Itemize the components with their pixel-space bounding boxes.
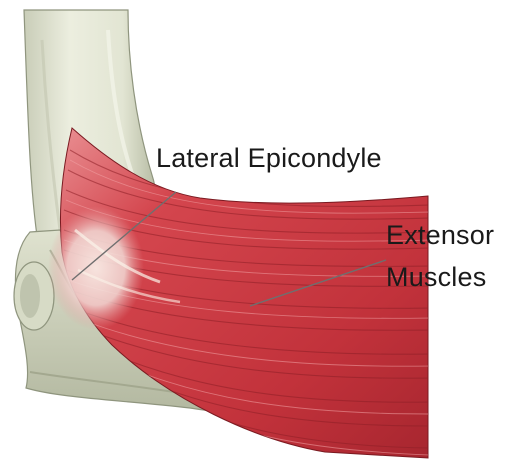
extensor-muscle-group [48,128,430,458]
extensor-muscles-label-line2: Muscles [386,264,486,291]
lateral-epicondyle-label: Lateral Epicondyle [156,145,382,172]
extensor-muscles-label-line1: Extensor [386,222,494,249]
